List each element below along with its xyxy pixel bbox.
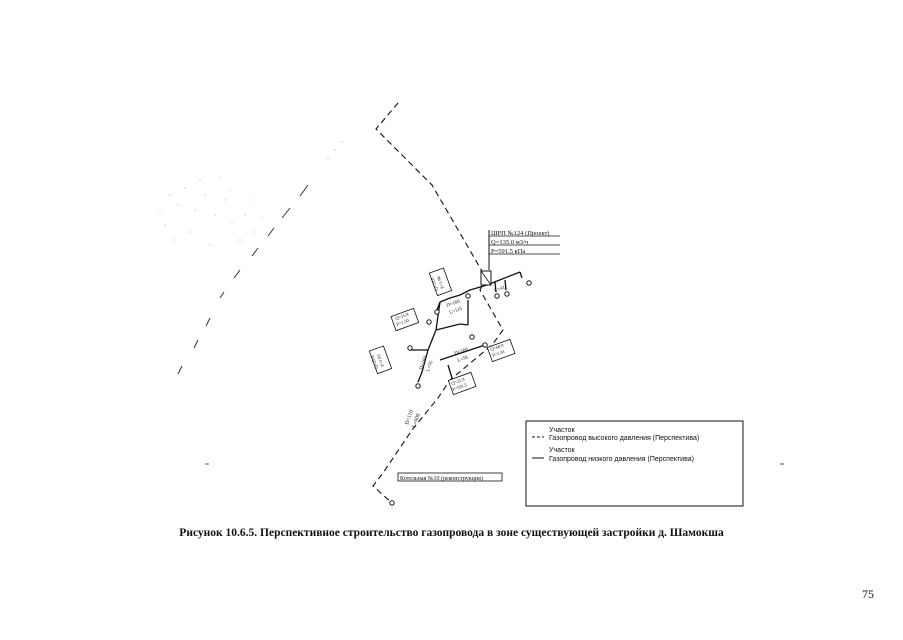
- branch-d-length-label: L=41: [494, 285, 506, 294]
- callout-4-pressure: P=1.91: [492, 349, 506, 358]
- legend: Участок Газопровод высокого давления (Пе…: [525, 420, 744, 507]
- callout-4-flow: Q=60.0: [490, 342, 505, 352]
- branch-a-length-label: L=115: [449, 306, 464, 315]
- background-texture: [159, 141, 343, 246]
- grp-pressure: P=591.5 кПа: [491, 248, 525, 255]
- callout-box-3: Q=25.6 P=1.83: [368, 345, 393, 375]
- figure-caption: Рисунок 10.6.5. Перспективное строительс…: [179, 527, 724, 539]
- branch-a-diameter-label: D=160: [446, 299, 461, 309]
- boiler-label-box: Котельная №10 (реконструкция): [397, 472, 503, 482]
- grp-symbol: [480, 270, 492, 286]
- pipe-labels: D=110 L=608 D=160 L=115 D=160 L=56 D=160…: [404, 285, 506, 428]
- low-pressure-pipeline: [410, 271, 523, 383]
- legend-item2-title: Участок: [549, 447, 576, 454]
- legend-item1-title: Участок: [549, 427, 576, 434]
- callout-5-flow: Q=21.9: [451, 376, 466, 386]
- legend-item2-label: Газопровод низкого давления (Перспектива…: [549, 456, 694, 463]
- callout-3-pressure: P=1.83: [376, 353, 385, 368]
- main-length-label: L=608: [411, 413, 422, 429]
- high-pressure-pipeline: [372, 102, 504, 504]
- callout-1-pressure: P=1.50: [396, 318, 411, 327]
- branch-b-diameter-label: D=160: [454, 347, 469, 357]
- callout-box-2: Q=11.0 P=1.96: [428, 267, 453, 297]
- main-diameter-label: D=110: [404, 409, 415, 425]
- callout-1-flow: Q=15.9: [395, 311, 410, 321]
- boiler-label: Котельная №10 (реконструкция): [400, 475, 483, 482]
- page-number: 75: [862, 587, 874, 601]
- grp-flow: Q=135.0 м3/ч: [491, 239, 529, 246]
- callout-2-flow: Q=11.0: [429, 276, 439, 291]
- branch-c-length-label: L=76: [426, 360, 435, 372]
- callout-3-flow: Q=25.6: [369, 354, 379, 369]
- grp-info-box: ШРП №124 (Проект) Q=135.0 м3/ч P=591.5 к…: [488, 230, 560, 270]
- callout-box-5: Q=21.9 P=591.5: [447, 371, 477, 396]
- callout-box-4: Q=60.0 P=1.91: [486, 338, 516, 363]
- callout-2-pressure: P=1.96: [436, 275, 445, 290]
- grp-title: ШРП №124 (Проект): [491, 230, 549, 237]
- branch-c-diameter-label: D=160: [419, 355, 429, 370]
- branch-b-length-label: L=56: [457, 355, 469, 364]
- street-boundary-line: [177, 184, 309, 375]
- callout-box-1: Q=15.9 P=1.50: [390, 307, 420, 332]
- callout-5-pressure: P=591.5: [452, 382, 469, 392]
- legend-item1-label: Газопровод высокого давления (Перспектив…: [549, 435, 699, 442]
